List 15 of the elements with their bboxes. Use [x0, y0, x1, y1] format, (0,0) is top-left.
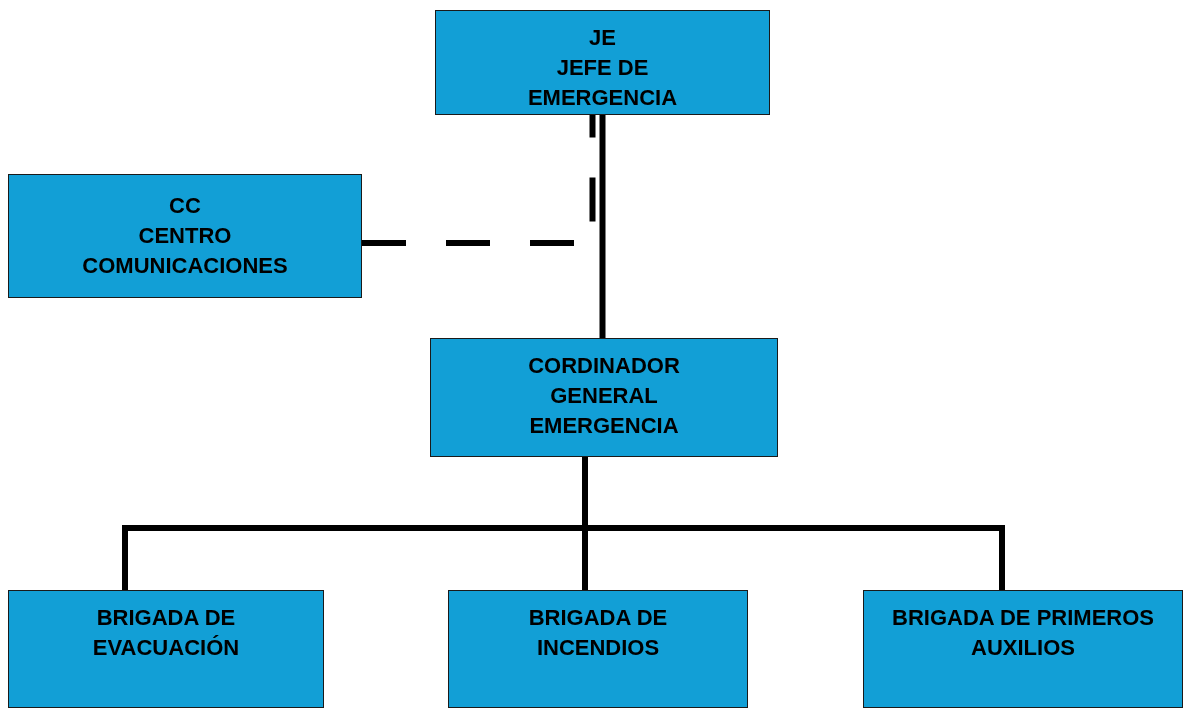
org-box: [435, 10, 770, 115]
org-box: [863, 590, 1183, 708]
org-box: [448, 590, 748, 708]
box-label: CENTRO COMUNICACIONES: [81, 222, 289, 280]
box-label: BRIGADA DE EVACUACIÓN: [91, 604, 241, 662]
box-heading: JE: [589, 24, 616, 52]
box-heading: CC: [169, 192, 201, 220]
connector-line: [599, 115, 606, 338]
org-box: [8, 590, 324, 708]
box-label: CORDINADOR GENERAL EMERGENCIA: [527, 352, 681, 440]
org-box: [430, 338, 778, 457]
box-label: BRIGADA DE PRIMEROS AUXILIOS: [891, 604, 1155, 662]
org-box: [8, 174, 362, 298]
box-label: BRIGADA DE INCENDIOS: [527, 604, 669, 662]
box-label: JEFE DE EMERGENCIA: [526, 54, 679, 112]
